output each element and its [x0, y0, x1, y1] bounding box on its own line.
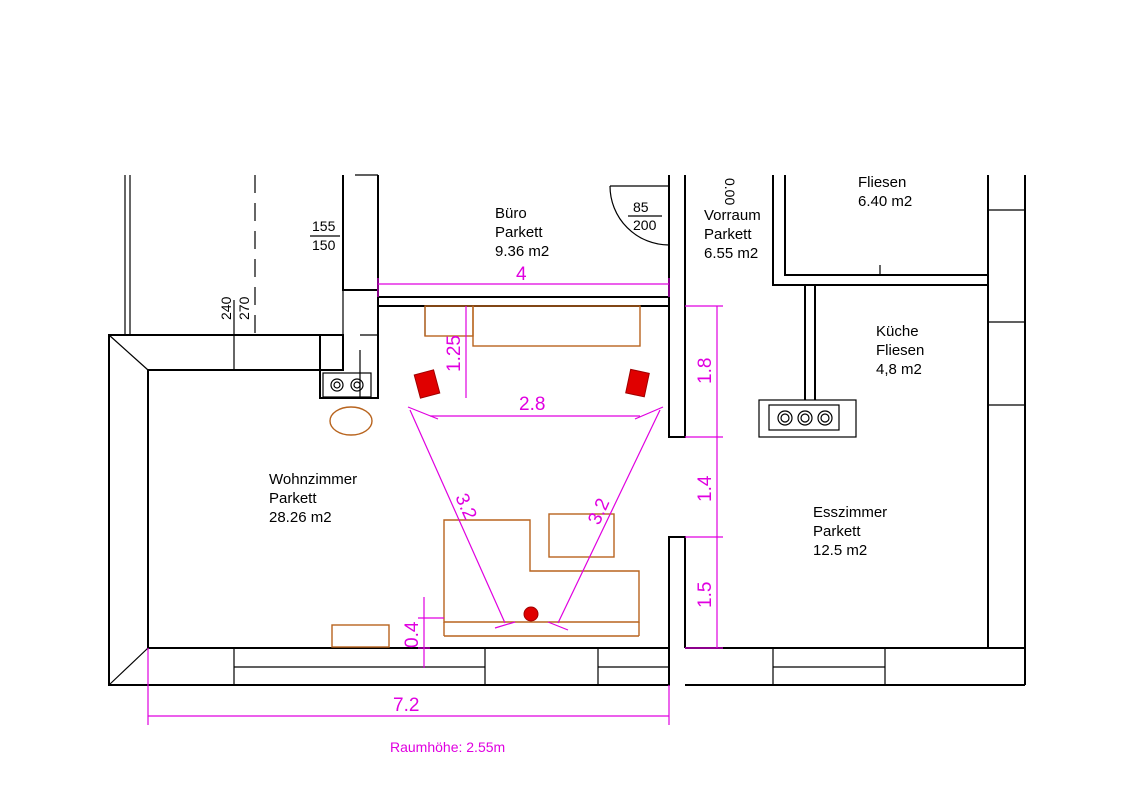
dim-listener-right: 3.2 [584, 495, 614, 528]
window-label-bottom: 150 [312, 237, 336, 253]
svg-text:Fliesen: Fliesen [876, 342, 924, 359]
dim-buero-width: 4 [516, 264, 527, 285]
room-label-esszimmer: Esszimmer Parkett 12.5 m2 [813, 504, 887, 559]
dim-speaker-to-wall: 1.25 [444, 335, 465, 372]
round-table [329, 406, 373, 436]
dim-speaker-spacing: 2.8 [519, 394, 545, 415]
speaker-setup [413, 368, 650, 622]
svg-text:Fliesen: Fliesen [858, 174, 906, 191]
svg-text:Parkett: Parkett [269, 490, 317, 507]
svg-text:Parkett: Parkett [704, 226, 752, 243]
stove-kitchen [758, 399, 857, 438]
svg-text:6.55 m2: 6.55 m2 [704, 245, 758, 262]
dim-wall-segment-bottom: 1.5 [695, 582, 716, 608]
svg-text:Parkett: Parkett [495, 224, 543, 241]
room-label-bad: Fliesen 6.40 m2 [858, 174, 912, 210]
svg-text:Küche: Küche [876, 323, 919, 340]
speaker-right [625, 368, 650, 398]
room-height-note: Raumhöhe: 2.55m [390, 739, 505, 755]
room-label-buero: Büro Parkett 9.36 m2 [495, 205, 549, 260]
room-label-wohnzimmer: Wohnzimmer Parkett 28.26 m2 [269, 471, 357, 526]
door-height-label: 200 [633, 217, 657, 233]
stove-left [322, 372, 372, 398]
svg-text:Büro: Büro [495, 205, 527, 222]
window-height-right: 270 [236, 296, 252, 320]
door-width-label: 85 [633, 199, 649, 215]
dim-listener-left: 3.2 [450, 490, 480, 523]
room-label-kueche: Küche Fliesen 4,8 m2 [876, 323, 924, 378]
dim-opening: 1.4 [695, 475, 716, 502]
furniture [322, 305, 857, 648]
elevation-label: 0.00 [722, 178, 738, 205]
small-cabinet [424, 305, 474, 337]
svg-text:6.40 m2: 6.40 m2 [858, 193, 912, 210]
svg-text:Esszimmer: Esszimmer [813, 504, 887, 521]
walls [108, 174, 1026, 686]
window-label-top: 155 [312, 218, 336, 234]
low-board [331, 624, 390, 648]
sideboard [472, 305, 641, 347]
room-label-vorraum: Vorraum Parkett 6.55 m2 [704, 207, 761, 262]
svg-text:9.36 m2: 9.36 m2 [495, 243, 549, 260]
svg-text:28.26 m2: 28.26 m2 [269, 509, 332, 526]
dimension-lines [147, 278, 723, 725]
speaker-left [413, 369, 441, 399]
dim-room-width: 7.2 [393, 695, 419, 716]
listener-position [523, 606, 539, 622]
dim-listener-to-wall: 0.4 [402, 621, 423, 648]
corner-sofa [443, 519, 640, 623]
dim-wall-segment-top: 1.8 [695, 358, 716, 384]
svg-text:Parkett: Parkett [813, 523, 861, 540]
window-height-left: 240 [218, 296, 234, 320]
armchair [548, 513, 615, 558]
svg-text:4,8 m2: 4,8 m2 [876, 361, 922, 378]
svg-text:Wohnzimmer: Wohnzimmer [269, 471, 357, 488]
svg-text:12.5 m2: 12.5 m2 [813, 542, 867, 559]
svg-text:Vorraum: Vorraum [704, 207, 761, 224]
